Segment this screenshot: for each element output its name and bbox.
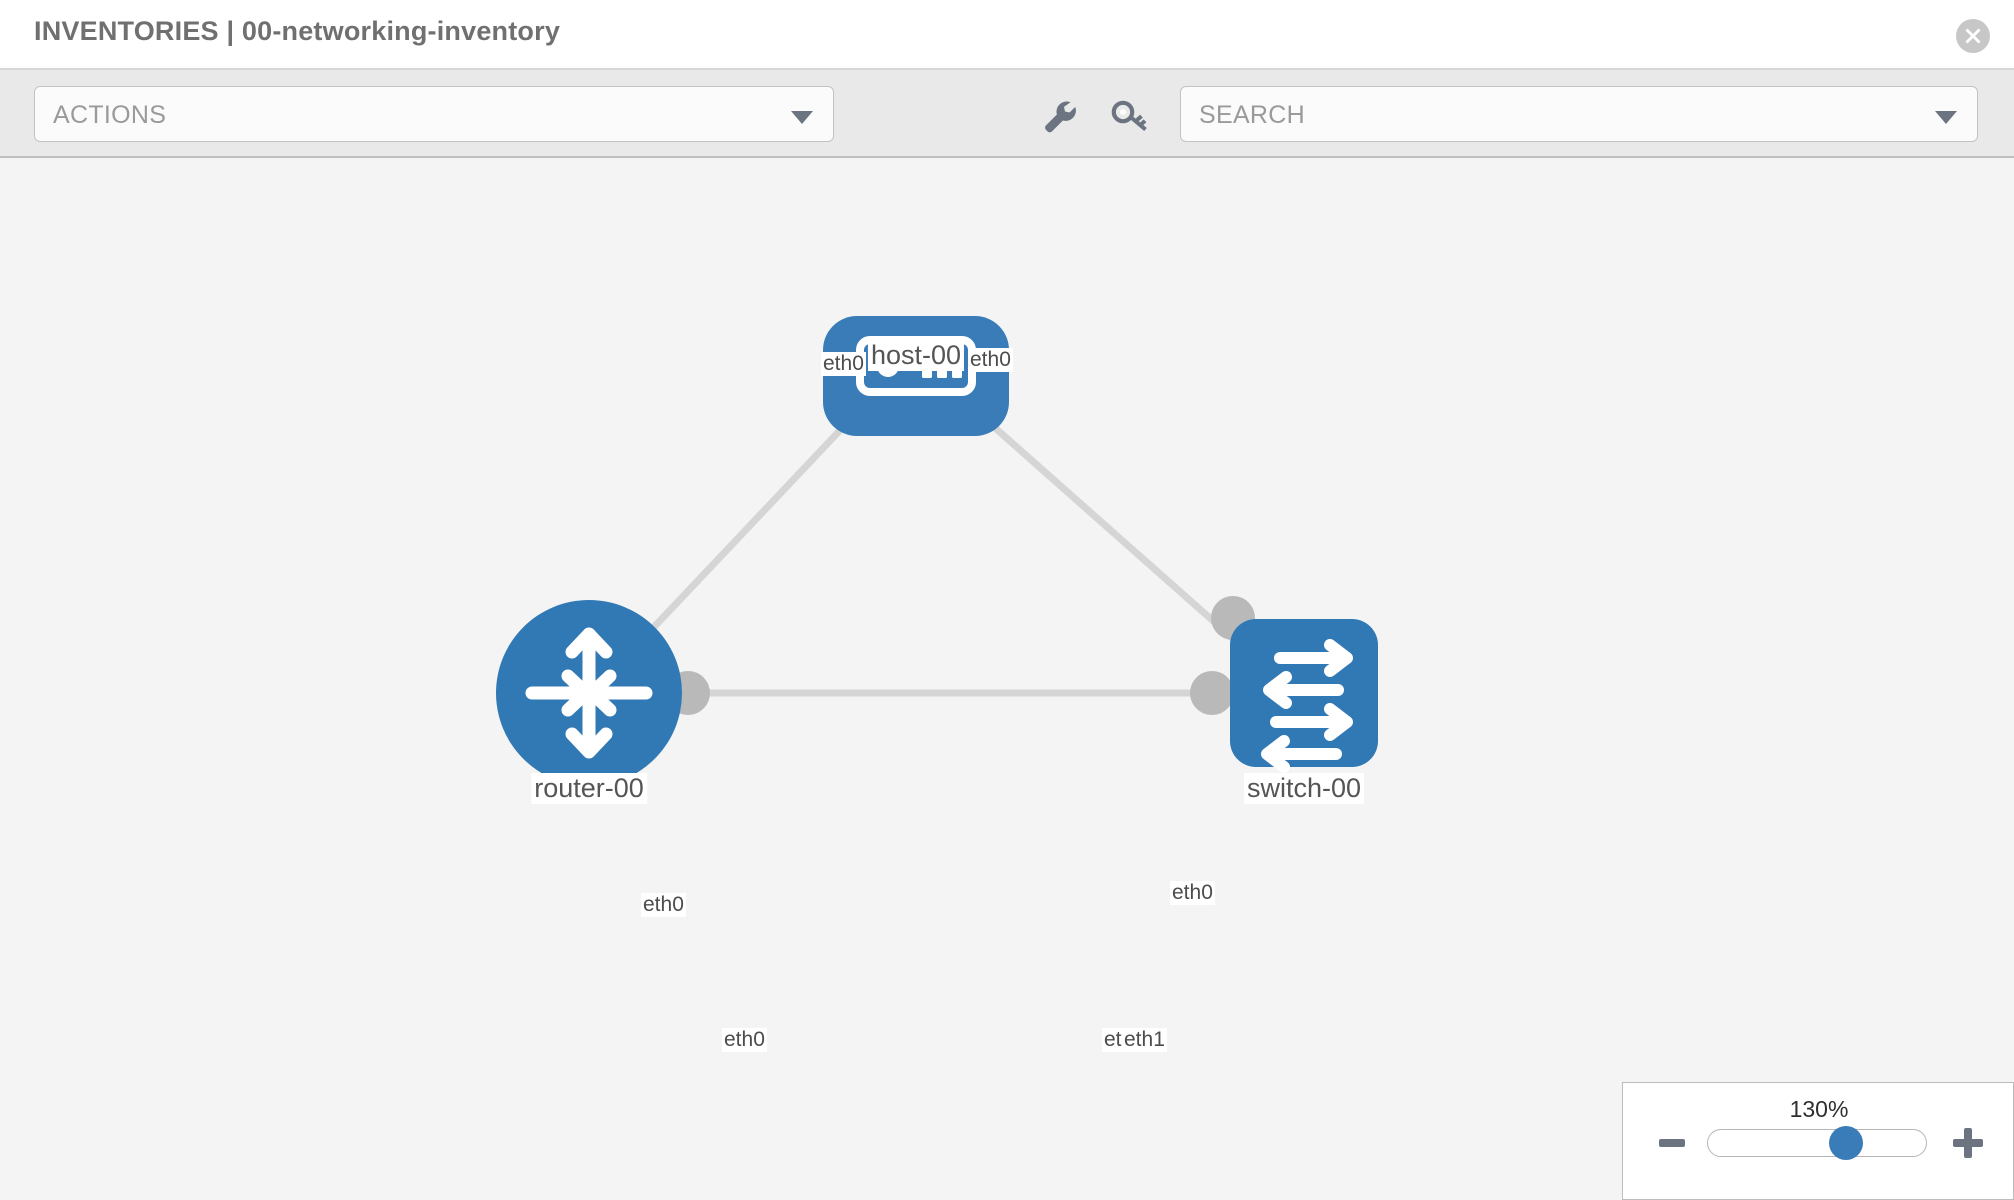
- node-switch-00: [1230, 619, 1378, 773]
- zoom-control-panel: 130%: [1622, 1082, 2014, 1200]
- zoom-out-button[interactable]: [1659, 1139, 1685, 1147]
- topology-canvas[interactable]: host-00 router-00 switch-00 eth0 eth0 et…: [0, 158, 2014, 1200]
- page-title: INVENTORIES | 00-networking-inventory: [34, 16, 561, 46]
- topology-graph: [496, 316, 1378, 786]
- search-input-value: SEARCH: [1199, 101, 1305, 129]
- zoom-slider-handle[interactable]: [1829, 1126, 1863, 1160]
- switch-icon: [1261, 639, 1353, 773]
- port-label-switch-up: eth0: [1170, 881, 1215, 905]
- port-label-router-up: eth0: [641, 893, 686, 917]
- chevron-down-icon: [1935, 111, 1957, 124]
- chevron-down-icon: [791, 111, 813, 124]
- actions-dropdown[interactable]: ACTIONS: [34, 86, 834, 142]
- port-label-host-right: eth0: [968, 348, 1013, 372]
- toolbar: ACTIONS SEARCH: [0, 70, 2014, 158]
- node-label-host-00: host-00: [867, 340, 965, 371]
- link-host-router: [617, 385, 883, 666]
- zoom-percentage-label: 130%: [1789, 1096, 1849, 1122]
- node-router-00: [496, 600, 682, 786]
- port-label-router-right: eth0: [722, 1028, 767, 1052]
- page-header: INVENTORIES | 00-networking-inventory: [0, 0, 2014, 70]
- port-label-switch-left-b: eth1: [1122, 1028, 1167, 1052]
- search-input[interactable]: SEARCH: [1180, 86, 1978, 142]
- key-icon[interactable]: [1110, 98, 1150, 134]
- zoom-slider-track[interactable]: [1707, 1129, 1927, 1157]
- router-icon: [525, 627, 653, 759]
- node-label-switch-00: switch-00: [1243, 773, 1365, 804]
- port-switch-left: [1190, 671, 1234, 715]
- node-label-router-00: router-00: [531, 773, 647, 804]
- actions-dropdown-value: ACTIONS: [53, 101, 167, 129]
- port-label-host-left: eth0: [821, 352, 866, 376]
- topology-links: [617, 385, 1258, 697]
- close-icon[interactable]: [1956, 19, 1990, 53]
- node-host-00: [823, 316, 1009, 436]
- wrench-icon[interactable]: [1040, 98, 1080, 134]
- zoom-in-button[interactable]: [1953, 1128, 1983, 1158]
- link-host-switch: [947, 385, 1258, 661]
